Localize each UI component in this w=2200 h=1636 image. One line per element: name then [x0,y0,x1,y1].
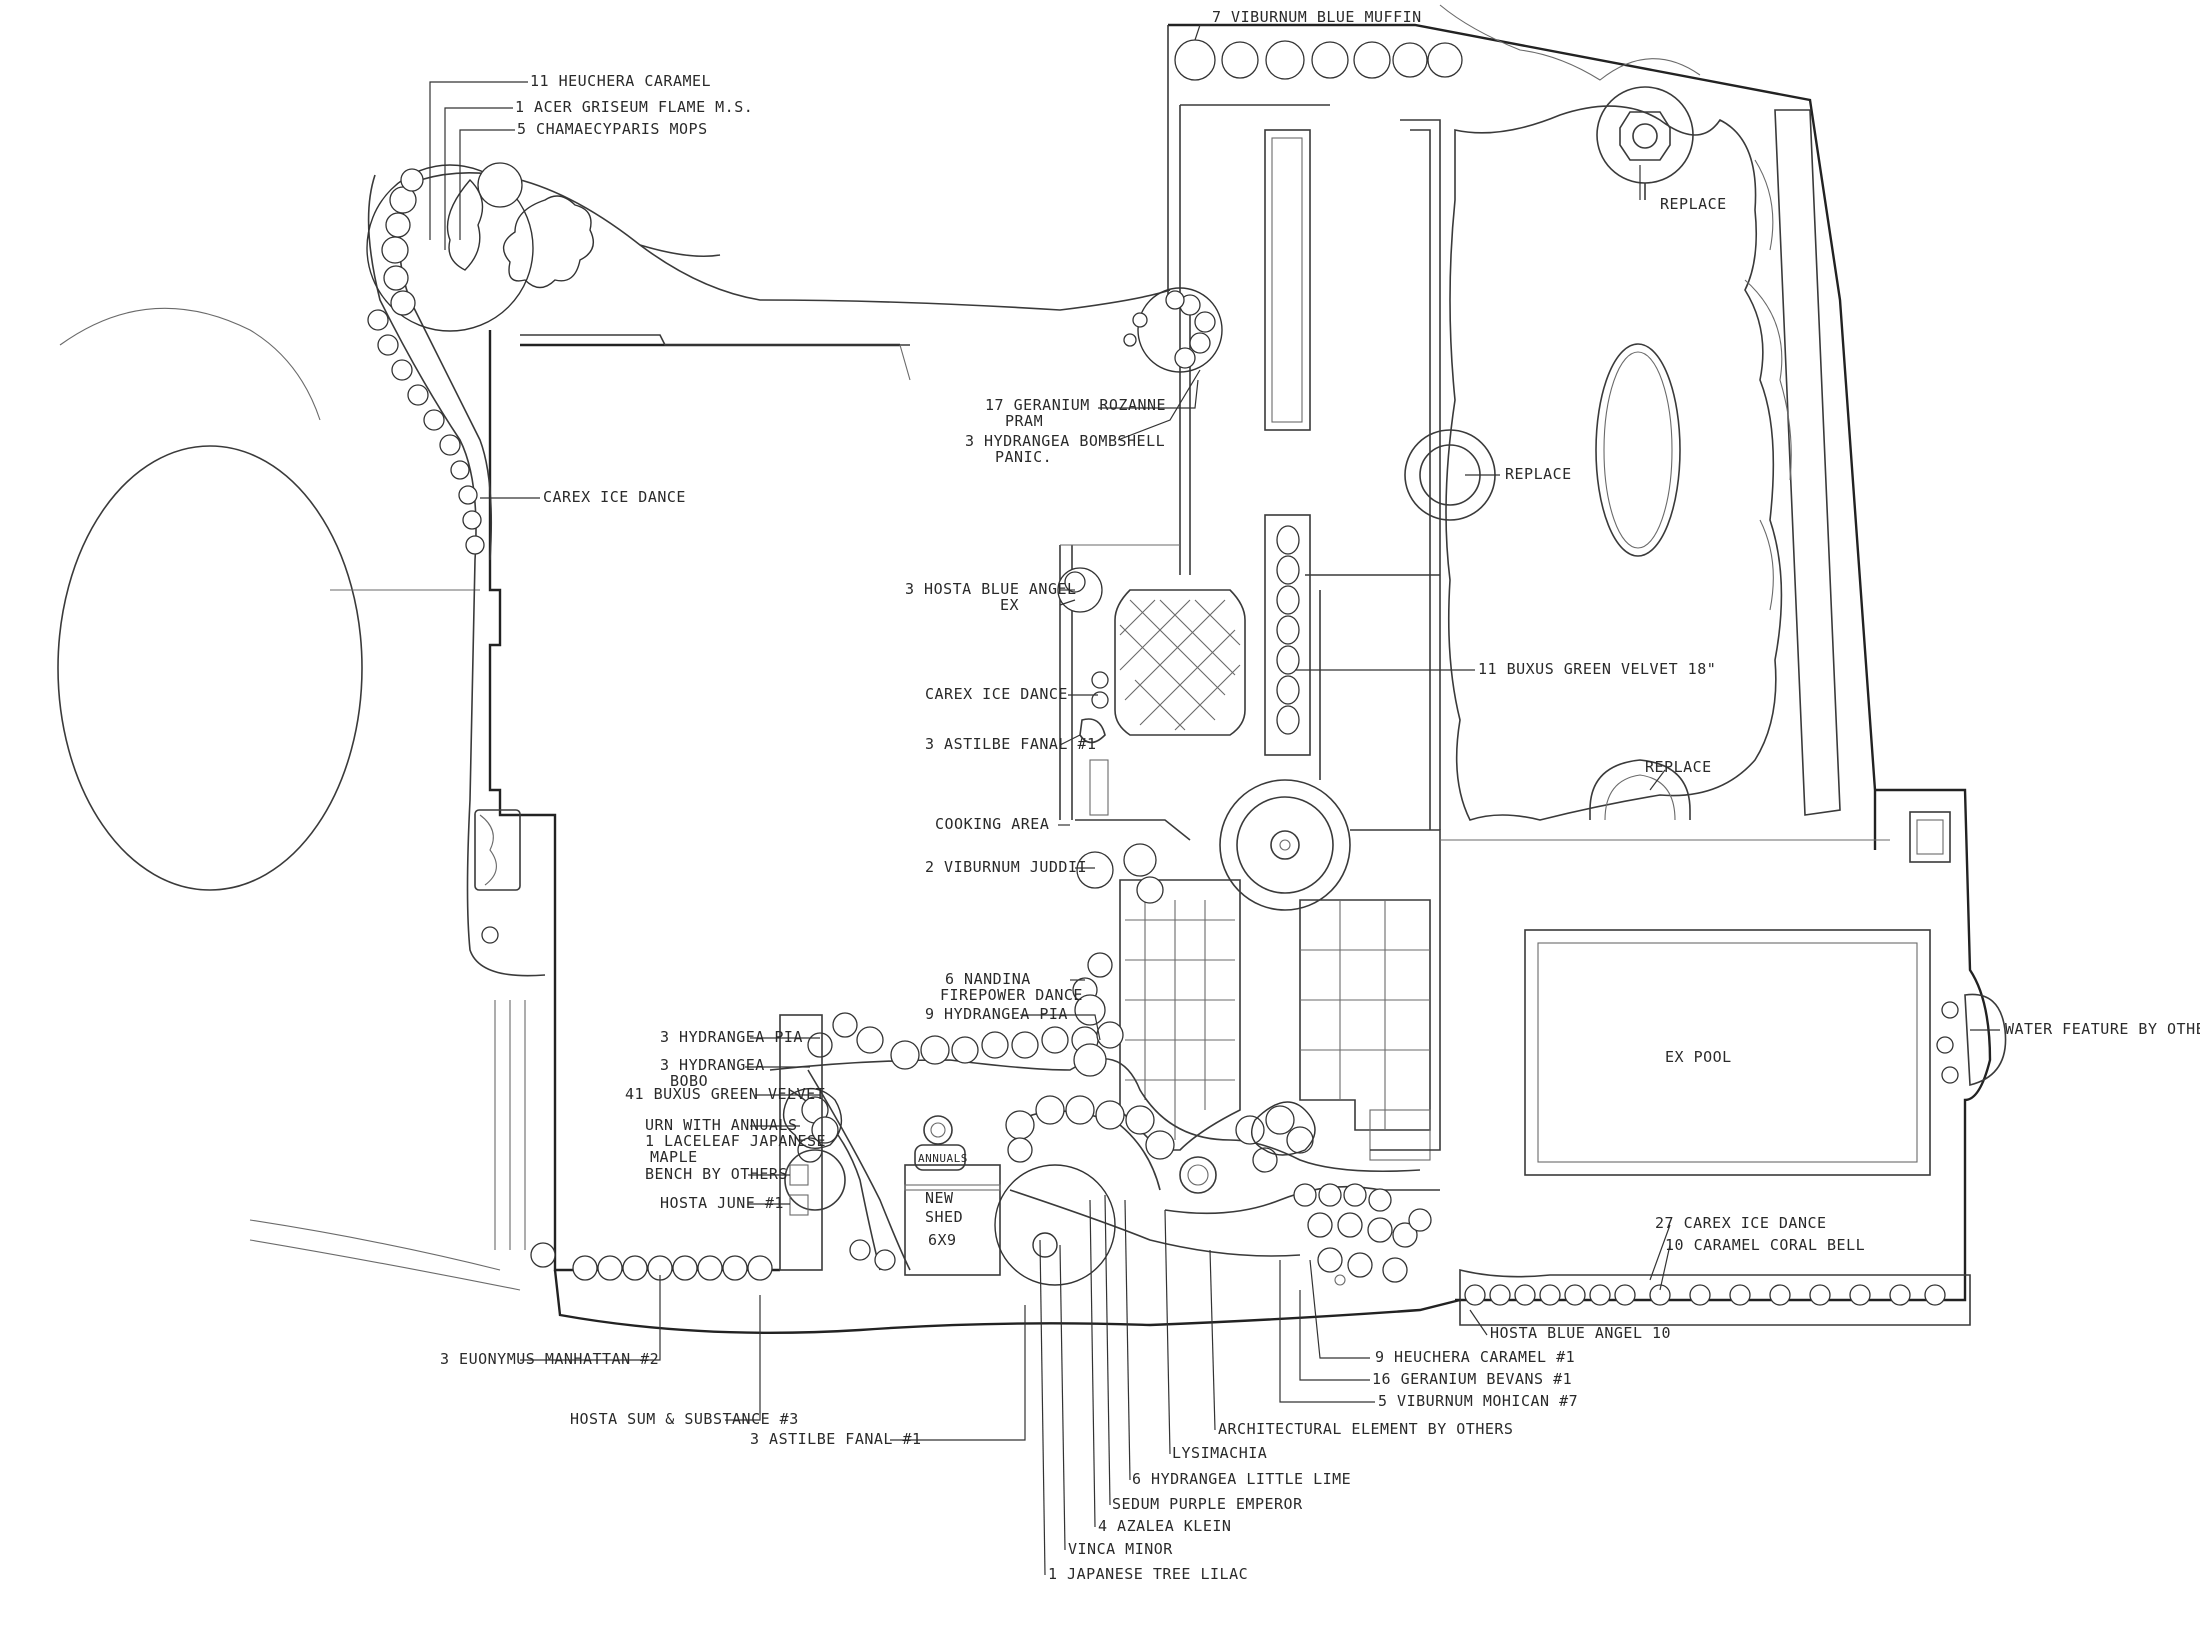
label-new-shed-3: 6X9 [928,1231,957,1249]
left-lawn-oval [57,445,363,891]
north-lawn-oval [1595,343,1681,557]
label-water-feature: WATER FEATURE BY OTHERS [2005,1020,2200,1038]
west-house-bed [367,174,546,977]
label-heuchera-caramel: 11 HEUCHERA CARAMEL [530,72,711,90]
label-astilbe-fanal: 3 ASTILBE FANAL #1 [925,735,1097,753]
top-garden-bed [419,172,1171,311]
north-garden [1167,4,1877,850]
west-bed-shrubs [367,309,485,555]
label-replace-middle: REPLACE [1505,465,1572,483]
east-strip [1774,109,1841,816]
label-hosta-blue-angel-10: HOSTA BLUE ANGEL 10 [1490,1324,1671,1342]
label-heuchera-caramel-9: 9 HEUCHERA CARAMEL #1 [1375,1348,1575,1366]
south-garden [530,952,1461,1335]
japanese-tree-lilac-canopy [994,1164,1116,1286]
narrow-bed-1 [1264,129,1311,431]
label-new-shed: NEW [925,1189,954,1207]
label-geranium-rozanne: 17 GERANIUM ROZANNE [985,396,1166,414]
label-hosta-sum-substance: HOSTA SUM & SUBSTANCE #3 [570,1410,799,1428]
label-caramel-coral-bell: 10 CARAMEL CORAL BELL [1665,1236,1865,1254]
label-nandina: 6 NANDINA [945,970,1031,988]
label-viburnum-mohican: 5 VIBURNUM MOHICAN #7 [1378,1392,1578,1410]
label-viburnum-juddii: 2 VIBURNUM JUDDII [925,858,1087,876]
label-carex-ice-dance-left: CAREX ICE DANCE [543,488,686,506]
label-astilbe-fanal-bottom: 3 ASTILBE FANAL #1 [750,1430,922,1448]
narrow-bed-2 [1264,514,1311,756]
south-bed-shrubs [797,952,1432,1283]
label-hydrangea-bombshell: 3 HYDRANGEA BOMBSHELL [965,432,1165,450]
central-fountain [1219,779,1351,911]
label-buxus-green-velvet-41: 41 BUXUS GREEN VELVET [625,1085,825,1103]
label-hydrangea-bobo: 3 HYDRANGEA [660,1056,765,1074]
north-lawn [1445,105,1783,821]
site-outlines [57,172,1171,1291]
label-cooking-area: COOKING AREA [935,815,1049,833]
west-lower-bed [474,809,521,944]
label-ex-pool: EX POOL [1665,1048,1732,1066]
pool-area [1455,788,2007,1326]
label-architectural-element: ARCHITECTURAL ELEMENT BY OTHERS [1218,1420,1513,1438]
acer-tree-canopy [366,164,534,332]
viburnum-row-top [1174,39,1463,81]
label-sedum: SEDUM PURPLE EMPEROR [1112,1495,1303,1513]
leader-lines [429,24,2000,1576]
water-feature [1964,993,2007,1087]
label-urn-with-annuals: URN WITH ANNUALS [645,1116,798,1134]
label-annuals-bench: ANNUALS [918,1152,968,1165]
label-japanese-maple-2: MAPLE [650,1148,698,1166]
label-bench-by-others: BENCH BY OTHERS [645,1165,788,1183]
label-hosta-blue-angel-3: 3 HOSTA BLUE ANGEL [905,580,1077,598]
north-ornament-top [1596,86,1694,184]
label-buxus-green-velvet-11: 11 BUXUS GREEN VELVET 18" [1478,660,1716,678]
label-new-shed-2: SHED [925,1208,963,1226]
euonymus-row [530,1242,773,1281]
label-hydrangea-pia-3: 3 HYDRANGEA PIA [660,1028,803,1046]
label-nandina-2: FIREPOWER DANCE [940,986,1083,1004]
north-arch [1589,759,1691,820]
lattice-panel [1114,589,1246,736]
label-hydrangea-bobo-2: BOBO [670,1072,708,1090]
label-chamaecyparis: 5 CHAMAECYPARIS MOPS [517,120,708,138]
label-hosta-june: HOSTA JUNE #1 [660,1194,784,1212]
new-shed [904,1164,1001,1276]
left-lower-curve [249,1219,501,1271]
label-hosta-blue-angel-3b: EX [1000,596,1019,614]
plant-labels: 7 VIBURNUM BLUE MUFFIN 11 HEUCHERA CARAM… [440,8,2200,1583]
label-japanese-maple: 1 LACELEAF JAPANESE [645,1132,826,1150]
central-courtyard [923,287,1890,1194]
buxus-row [1276,525,1300,735]
label-hydrangea-little-lime: 6 HYDRANGEA LITTLE LIME [1132,1470,1351,1488]
label-vinca-minor: VINCA MINOR [1068,1540,1173,1558]
label-hydrangea-pia: 9 HYDRANGEA PIA [925,1005,1068,1023]
acer-tree-cluster [366,162,594,555]
label-replace-top: REPLACE [1660,195,1727,213]
label-carex-ice-dance-mid: CAREX ICE DANCE [925,685,1068,703]
label-geranium-biokovo: 16 GERANIUM BEVANS #1 [1372,1370,1572,1388]
label-azalea: 4 AZALEA KLEIN [1098,1517,1231,1535]
label-replace-bottom: REPLACE [1645,758,1712,776]
label-geranium-rozanne-2: PRAM [1005,412,1043,430]
label-lysimachia: LYSIMACHIA [1172,1444,1267,1462]
label-carex-ice-dance-27: 27 CAREX ICE DANCE [1655,1214,1827,1232]
label-acer-griseum: 1 ACER GRISEUM FLAME M.S. [515,98,753,116]
left-driveway-curve [59,307,321,421]
label-hydrangea-bombshell-2: PANIC. [995,448,1052,466]
geranium-cluster [1123,287,1223,373]
label-japanese-tree-lilac: 1 JAPANESE TREE LILAC [1048,1565,1248,1583]
label-viburnum-blue-muffin: 7 VIBURNUM BLUE MUFFIN [1212,8,1422,26]
pool-south-shrubs [1464,1284,1946,1306]
label-euonymus: 3 EUONYMUS MANHATTAN #2 [440,1350,659,1368]
ex-pool [1524,929,1931,1176]
